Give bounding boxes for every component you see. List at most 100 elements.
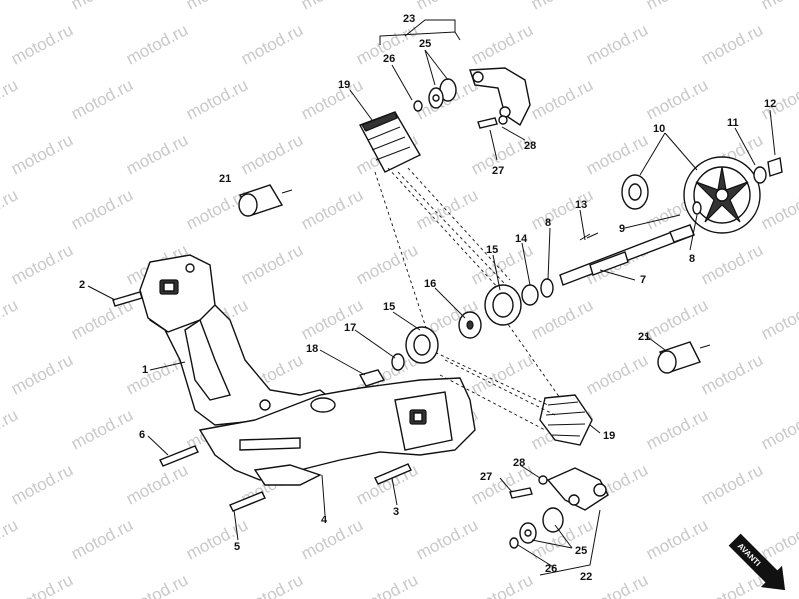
watermark-text: motod.ru [8, 460, 76, 508]
watermark-text: motod.ru [413, 0, 481, 14]
callout-25: 25 [575, 545, 587, 557]
watermark-text: motod.ru [8, 240, 76, 288]
watermark-text: motod.ru [68, 0, 136, 14]
watermark-text: motod.ru [0, 0, 21, 14]
callout-18: 18 [306, 343, 318, 355]
callout-27: 27 [480, 471, 492, 483]
watermark-text: motod.ru [123, 130, 191, 178]
camshaft [540, 224, 695, 298]
callout-23: 23 [403, 13, 415, 25]
watermark-text: motod.ru [298, 295, 366, 343]
watermark-text: motod.ru [298, 75, 366, 123]
watermark-text: motod.ru [8, 350, 76, 398]
callout-1: 1 [142, 364, 148, 376]
callout-17: 17 [344, 322, 356, 334]
watermark-text: motod.ru [123, 460, 191, 508]
callout-21: 21 [219, 173, 231, 185]
watermark-text: motod.ru [298, 185, 366, 233]
callout-10: 10 [653, 123, 665, 135]
watermark-text: motod.ru [758, 295, 799, 343]
callout-19: 19 [338, 79, 350, 91]
callout-26: 26 [383, 53, 395, 65]
watermark-text: motod.ru [528, 0, 596, 14]
watermark-text: motod.ru [0, 405, 21, 453]
watermark-text: motod.ru [643, 295, 711, 343]
watermark-text: motod.ru [583, 130, 651, 178]
callout-13: 13 [575, 199, 587, 211]
watermark-text: motod.ru [0, 185, 21, 233]
callout-12: 12 [764, 98, 776, 110]
watermark-text: motod.ru [238, 240, 306, 288]
rubber-mounts [238, 184, 711, 374]
watermark-text: motod.ru [298, 0, 366, 14]
watermark-text: motod.ru [0, 295, 21, 343]
watermark-text: motod.ru [698, 20, 766, 68]
watermark-text: motod.ru [758, 515, 799, 563]
watermark-text: motod.ru [528, 295, 596, 343]
watermark-text: motod.ru [583, 20, 651, 68]
watermark-text: motod.ru [643, 75, 711, 123]
watermark-text: motod.ru [643, 515, 711, 563]
callout-7: 7 [640, 274, 646, 286]
callout-2: 2 [79, 279, 85, 291]
center-pulleys [358, 284, 539, 387]
rear-belt-cover [139, 254, 332, 426]
callout-15: 15 [383, 301, 395, 313]
watermark-text: motod.ru [468, 20, 536, 68]
watermark-text: motod.ru [468, 460, 536, 508]
watermark-text: motod.ru [583, 350, 651, 398]
callout-9: 9 [619, 223, 625, 235]
callout-28: 28 [513, 457, 525, 469]
timing-belt-lower [539, 394, 593, 446]
callout-14: 14 [515, 233, 528, 245]
watermark-text: motod.ru [298, 515, 366, 563]
callout-labels: 23 26 25 19 28 27 12 10 11 21 13 9 8 14 … [79, 13, 776, 583]
watermark-text: motod.ru [8, 20, 76, 68]
watermark-text: motod.ru [0, 515, 21, 563]
watermark-text: motod.ru [238, 570, 306, 599]
watermark-text: motod.ru [183, 515, 251, 563]
watermark-text: motod.ru [643, 405, 711, 453]
watermark-text: motod.ru [468, 350, 536, 398]
callout-8: 8 [689, 253, 695, 265]
callout-26: 26 [545, 563, 557, 575]
camshaft-pulley-assembly [621, 156, 783, 234]
watermark-text: motod.ru [698, 350, 766, 398]
callout-15: 15 [486, 244, 498, 256]
callout-5: 5 [234, 541, 240, 553]
watermark-text: motod.ru [183, 0, 251, 14]
callout-25: 25 [419, 38, 431, 50]
watermark-text: motod.ru [68, 405, 136, 453]
watermark-text: motod.ru [758, 405, 799, 453]
callout-22: 22 [580, 571, 592, 583]
watermark-text: motod.ru [183, 75, 251, 123]
belt-run-guides [374, 167, 561, 431]
watermark-text: motod.ru [68, 75, 136, 123]
watermark-text: motod.ru [468, 570, 536, 599]
watermark-text: motod.ru [8, 570, 76, 599]
callout-28: 28 [524, 140, 536, 152]
leader-lines [87, 19, 776, 576]
bolts [112, 291, 412, 512]
watermark-text: motod.ru [698, 570, 766, 599]
watermark-text: motod.ru [758, 0, 799, 14]
callout-6: 6 [139, 429, 145, 441]
callout-8: 8 [545, 217, 551, 229]
callout-27: 27 [492, 165, 504, 177]
watermark-text: motod.ru [238, 130, 306, 178]
watermark-text: motod.ru [0, 75, 21, 123]
watermark-text: motod.ru [413, 185, 481, 233]
watermark-text: motod.ru [528, 75, 596, 123]
callout-19: 19 [603, 430, 615, 442]
watermark-text: motod.ru [68, 185, 136, 233]
watermark-text: motod.ru [643, 0, 711, 14]
callout-4: 4 [321, 514, 328, 526]
callout-11: 11 [727, 117, 739, 129]
watermark-text: motod.ru [353, 460, 421, 508]
watermark-text: motod.ru [698, 460, 766, 508]
callout-16: 16 [424, 278, 436, 290]
front-belt-cover [198, 377, 476, 486]
timing-belt-upper [359, 111, 421, 173]
lower-tensioner-assembly [509, 467, 609, 549]
